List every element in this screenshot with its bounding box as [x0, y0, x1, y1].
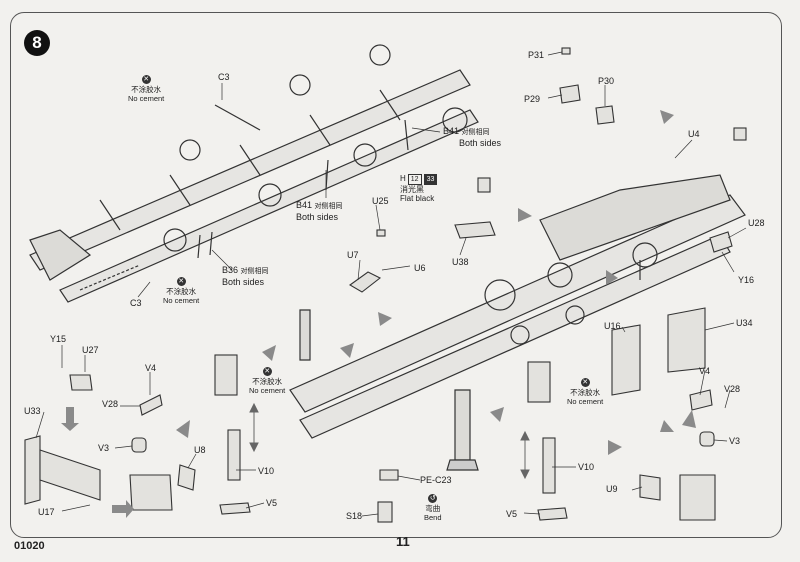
note-text-en: No cement [163, 296, 200, 305]
double-arrows [249, 402, 530, 480]
part-label-p29: P29 [524, 94, 541, 104]
part-label-y15: Y15 [50, 334, 67, 344]
page-border [10, 12, 782, 538]
upper-chassis-drawing [29, 44, 479, 303]
no-cement-note: ✕ 不涂胶水 No cement [567, 378, 603, 406]
note-text-cn: 不涂胶水 [252, 377, 283, 386]
bend-note: ↺ 弯曲 Bend [424, 494, 442, 522]
note-text-en: No cement [128, 94, 165, 103]
part-label-u7: U7 [347, 250, 359, 260]
part-label-u38: U38 [452, 257, 469, 267]
part-label-pe-c23: PE-C23 [420, 475, 452, 485]
note-text-en: No cement [567, 397, 604, 406]
part-label-u16: U16 [604, 321, 621, 331]
part-label-u4: U4 [688, 129, 700, 139]
part-label-u28: U28 [748, 218, 765, 228]
no-glue-icon: ✕ [262, 367, 272, 376]
no-glue-icon: ✕ [176, 277, 186, 286]
part-label-u25: U25 [372, 196, 389, 206]
no-cement-note: ✕ 不涂胶水 No cement [163, 277, 199, 305]
small-parts-drawing [24, 47, 747, 523]
part-label-v10: V10 [258, 466, 275, 476]
part-label-u33: U33 [24, 406, 41, 416]
part-label-u27: U27 [82, 345, 99, 355]
part-label-u9: U9 [606, 484, 618, 494]
part-label-v28: V28 [724, 384, 741, 394]
bend-text-cn: 弯曲 [425, 504, 441, 513]
part-label-u17: U17 [38, 507, 55, 517]
label-b41-lower: B41 对侧相同 Both sides [296, 200, 343, 222]
part-label-v4: V4 [699, 366, 711, 376]
direction-arrows [61, 110, 696, 518]
note-text-cn: 不涂胶水 [570, 388, 601, 397]
label-b41-upper: B41 对侧相同 Both sides [443, 126, 502, 148]
part-label-p30: P30 [598, 76, 615, 86]
part-label-y16: Y16 [738, 275, 755, 285]
note-text-cn: 不涂胶水 [131, 85, 162, 94]
page-number: 11 [396, 534, 410, 549]
step-number-badge: 8 [24, 30, 50, 56]
leader-lines [35, 51, 747, 517]
note-text-en: No cement [249, 386, 286, 395]
part-label-v3: V3 [729, 436, 741, 446]
part-label-v5: V5 [506, 509, 518, 519]
part-label-u6: U6 [414, 263, 426, 273]
part-label-u34: U34 [736, 318, 753, 328]
label-b36: B36 对侧相同 Both sides [222, 265, 269, 287]
no-glue-icon: ✕ [580, 378, 590, 387]
part-label-c3: C3 [218, 72, 230, 82]
part-label-s18: S18 [346, 511, 363, 521]
part-label-v5: V5 [266, 498, 278, 508]
bend-icon: ↺ [428, 494, 438, 503]
part-label-v28: V28 [102, 399, 119, 409]
no-glue-icon: ✕ [141, 75, 151, 84]
bend-text-en: Bend [424, 513, 442, 522]
kit-code: 01020 [14, 540, 45, 552]
no-cement-note: ✕ 不涂胶水 No cement [249, 367, 285, 395]
part-label-u8: U8 [194, 445, 206, 455]
part-label-v4: V4 [145, 363, 157, 373]
no-cement-note: ✕ 不涂胶水 No cement [128, 75, 164, 103]
part-label-p31: P31 [528, 50, 545, 60]
part-label-v3: V3 [98, 443, 110, 453]
lower-chassis-drawing [289, 174, 746, 471]
part-label-v10: V10 [578, 462, 595, 472]
part-label-c3: C3 [130, 298, 142, 308]
note-text-cn: 不涂胶水 [166, 287, 197, 296]
